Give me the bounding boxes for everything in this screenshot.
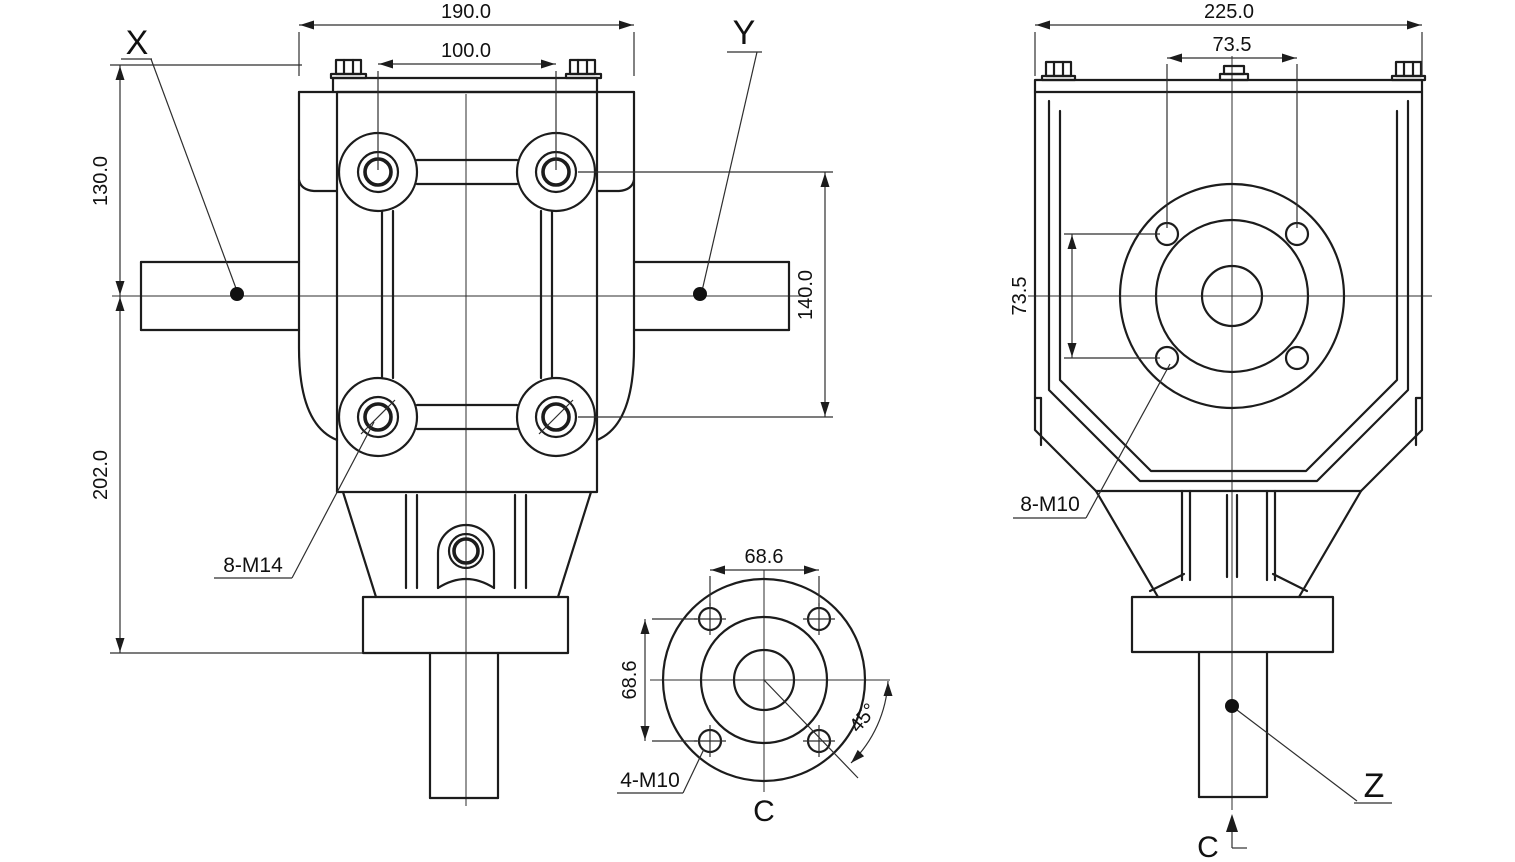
section-view-label-c: C <box>753 795 775 828</box>
label-shaft-y: Y <box>733 14 756 52</box>
dim-label-190: 190.0 <box>441 1 491 23</box>
dim-side-hole-spacing-horizontal: 73.5 <box>1166 34 1298 228</box>
dim-section-hole-spacing-horizontal: 68.6 <box>709 546 820 606</box>
side-view-centerlines <box>1028 56 1432 810</box>
dim-label-130: 130.0 <box>90 156 112 206</box>
label-shaft-x: X <box>126 24 149 62</box>
front-view-lower-section <box>341 490 593 800</box>
dim-front-axis-to-base: 202.0 <box>90 296 363 654</box>
callout-label-8-m14: 8-M14 <box>223 554 283 577</box>
dim-side-overall-width: 225.0 <box>1034 1 1423 76</box>
section-mark-label-c: C <box>1197 831 1219 862</box>
dim-label-686-v: 68.6 <box>619 661 641 700</box>
side-view-housing-geometry <box>1033 60 1427 493</box>
label-shaft-z: Z <box>1364 767 1385 805</box>
dim-label-100: 100.0 <box>441 40 491 62</box>
callout-side-flange-holes: 8-M10 <box>1013 363 1171 519</box>
dim-front-top-to-axis: 130.0 <box>90 64 302 296</box>
section-cut-mark: C <box>1197 814 1247 862</box>
dim-section-hole-spacing-vertical: 68.6 <box>619 618 697 742</box>
side-view-flange <box>1118 182 1346 410</box>
side-view-lower-section <box>1094 489 1363 799</box>
section-c-view: 68.6 68.6 45° 4-M10 C <box>617 546 893 828</box>
leader-shaft-y: Y <box>693 14 762 301</box>
dim-front-hole-spacing-vertical: 140.0 <box>578 171 833 418</box>
dim-front-hole-spacing-horizontal: 100.0 <box>377 40 557 170</box>
section-c-centerlines <box>650 570 890 792</box>
dim-front-overall-width: 190.0 <box>298 1 635 76</box>
front-view-horizontal-shafts <box>139 260 791 332</box>
dim-side-hole-spacing-vertical: 73.5 <box>1009 233 1160 359</box>
side-view: 225.0 73.5 73.5 8-M10 Z <box>1009 1 1432 862</box>
section-c-flange-geometry <box>661 577 867 783</box>
callout-label-8-m10: 8-M10 <box>1020 493 1080 516</box>
dim-label-140: 140.0 <box>795 270 817 320</box>
dim-label-225: 225.0 <box>1204 1 1254 23</box>
leader-shaft-x: X <box>121 24 244 301</box>
dim-label-735-h: 73.5 <box>1213 34 1252 56</box>
dim-label-686-h: 68.6 <box>745 546 784 568</box>
front-view: 190.0 100.0 130.0 202.0 <box>90 1 833 806</box>
dim-label-202: 202.0 <box>90 450 112 500</box>
callout-section-flange-holes: 4-M10 <box>617 748 705 794</box>
leader-shaft-z: Z <box>1225 699 1392 805</box>
dim-section-hole-angle: 45° <box>763 679 893 779</box>
front-view-centerlines <box>112 94 802 806</box>
callout-front-mounting-holes: 8-M14 <box>214 421 375 579</box>
dim-label-735-v: 73.5 <box>1009 277 1031 316</box>
callout-label-4-m10: 4-M10 <box>620 769 680 792</box>
